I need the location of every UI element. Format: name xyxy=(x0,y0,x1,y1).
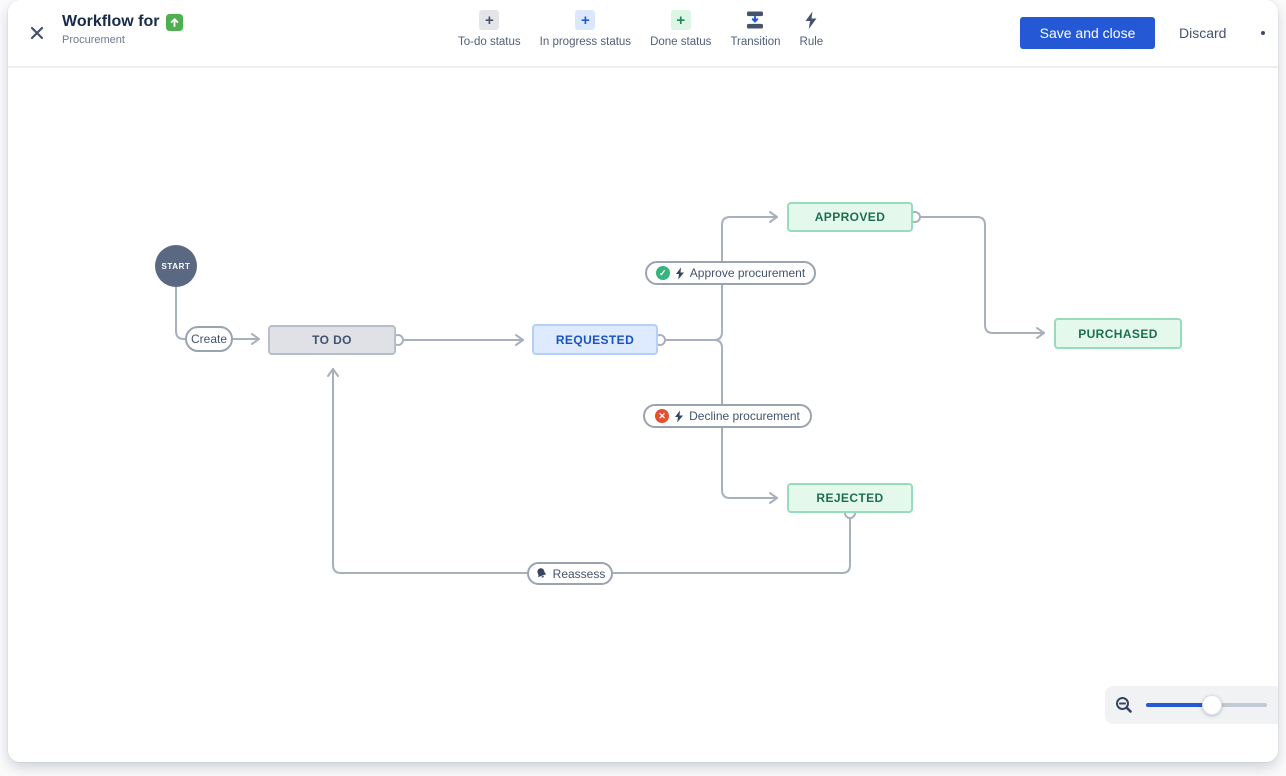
transition-approve-procurement[interactable]: ✓ Approve procurement xyxy=(645,261,816,285)
status-requested[interactable]: REQUESTED xyxy=(532,324,658,355)
editor-toolbar: + To-do status + In progress status + Do… xyxy=(458,10,823,48)
lightning-icon xyxy=(801,10,821,30)
add-done-status-button[interactable]: + Done status xyxy=(650,10,712,48)
page-title: Workflow for xyxy=(62,13,160,30)
discard-button[interactable]: Discard xyxy=(1171,17,1234,49)
status-approved[interactable]: APPROVED xyxy=(787,202,913,232)
transition-create-label: Create xyxy=(190,332,228,346)
edge-approved-purchased xyxy=(920,216,1045,339)
bell-icon xyxy=(535,567,548,580)
zoom-out-icon xyxy=(1115,697,1133,717)
edge-rejected-todo xyxy=(327,368,851,574)
plus-green-icon: + xyxy=(670,10,691,30)
title-block: Workflow for Procurement xyxy=(62,13,184,46)
close-icon xyxy=(30,26,44,43)
edge-requested-rejected xyxy=(713,339,778,504)
transition-reassess-label: Reassess xyxy=(552,566,606,581)
zoom-slider-track[interactable] xyxy=(1212,703,1267,707)
lightning-icon xyxy=(674,410,684,423)
transition-decline-label: Decline procurement xyxy=(689,409,800,423)
transition-decline-procurement[interactable]: ✕ Decline procurement xyxy=(643,404,812,428)
add-transition-button[interactable]: Transition xyxy=(730,10,781,48)
zoom-slider-track-filled[interactable] xyxy=(1146,703,1212,707)
add-todo-status-button[interactable]: + To-do status xyxy=(458,10,521,48)
zoom-out-button[interactable] xyxy=(1115,696,1133,714)
status-todo[interactable]: TO DO xyxy=(268,325,396,355)
save-and-close-button[interactable]: Save and close xyxy=(1020,17,1155,49)
transition-icon xyxy=(745,10,765,30)
plus-blue-icon: + xyxy=(575,10,596,30)
add-inprogress-status-button[interactable]: + In progress status xyxy=(539,10,632,48)
lightning-icon xyxy=(675,267,685,280)
add-rule-button[interactable]: Rule xyxy=(800,10,823,48)
start-node: START xyxy=(155,245,197,287)
check-circle-icon: ✓ xyxy=(655,266,670,280)
transition-approve-label: Approve procurement xyxy=(689,266,806,280)
workflow-editor-modal: Workflow for Procurement + To-do status … xyxy=(8,0,1278,762)
status-purchased[interactable]: PURCHASED xyxy=(1054,318,1182,349)
workflow-subtitle: Procurement xyxy=(62,34,125,46)
x-circle-icon: ✕ xyxy=(655,409,670,423)
status-rejected[interactable]: REJECTED xyxy=(787,483,913,513)
zoom-control xyxy=(1105,686,1278,724)
green-up-arrow-icon xyxy=(166,13,184,31)
transition-create[interactable]: Create xyxy=(185,326,233,352)
edge-start-create xyxy=(175,286,186,340)
workflow-canvas[interactable]: START TO DO REQUESTED APPROVED PURCHASED… xyxy=(8,68,1278,762)
overflow-dot xyxy=(1261,31,1265,35)
editor-header: Workflow for Procurement + To-do status … xyxy=(8,0,1278,68)
transition-reassess[interactable]: Reassess xyxy=(527,562,613,585)
close-button[interactable] xyxy=(22,19,52,49)
zoom-slider-thumb[interactable] xyxy=(1202,695,1222,715)
plus-gray-icon: + xyxy=(479,10,500,30)
